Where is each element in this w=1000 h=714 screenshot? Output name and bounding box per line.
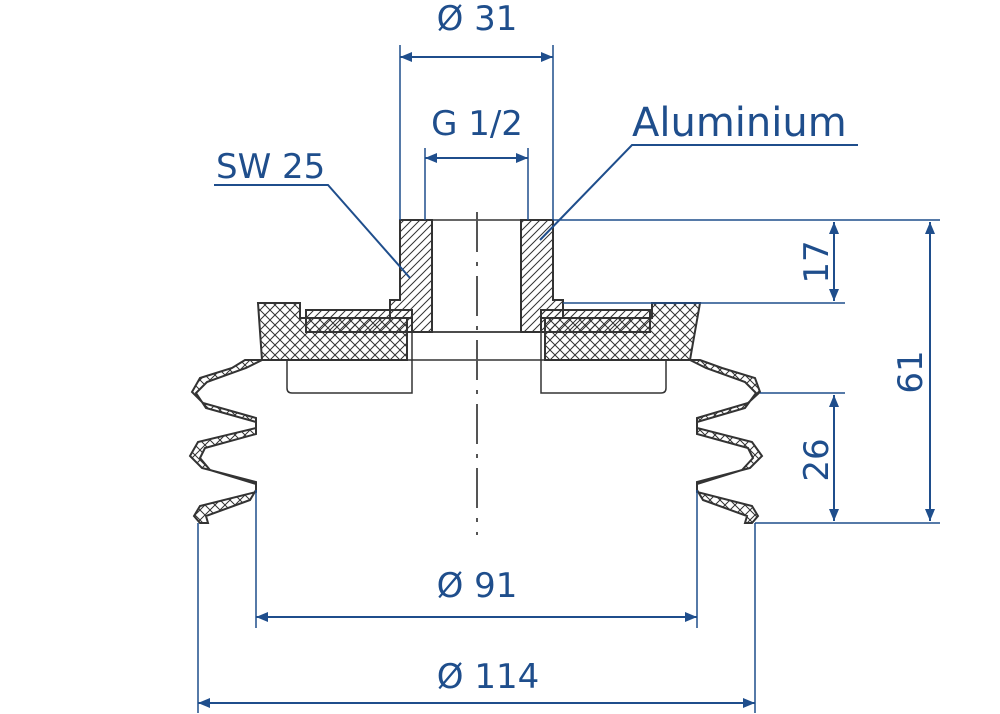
- label-dia-31: Ø 31: [437, 0, 518, 39]
- label-26: 26: [797, 438, 837, 481]
- label-61: 61: [891, 350, 931, 393]
- label-dia-91: Ø 91: [437, 566, 518, 606]
- part-section: [188, 212, 764, 535]
- support-ring-right: [540, 359, 667, 394]
- label-17: 17: [797, 240, 837, 283]
- label-aluminium: Aluminium: [632, 100, 847, 146]
- fitting-flange-right: [540, 309, 651, 333]
- leader-sw25: [214, 184, 411, 279]
- dimensions: Ø 31 G 1/2 Aluminium SW 25 17 61 26 Ø 91: [197, 0, 940, 713]
- fitting-flange-left: [305, 309, 413, 333]
- label-dia-114: Ø 114: [437, 657, 539, 697]
- bellows-left-wall: [188, 302, 408, 524]
- label-thread: G 1/2: [431, 104, 523, 144]
- support-ring-left: [286, 359, 413, 394]
- leader-aluminium: [539, 144, 858, 241]
- bellows-right-wall: [544, 302, 764, 524]
- label-sw25: SW 25: [216, 147, 325, 187]
